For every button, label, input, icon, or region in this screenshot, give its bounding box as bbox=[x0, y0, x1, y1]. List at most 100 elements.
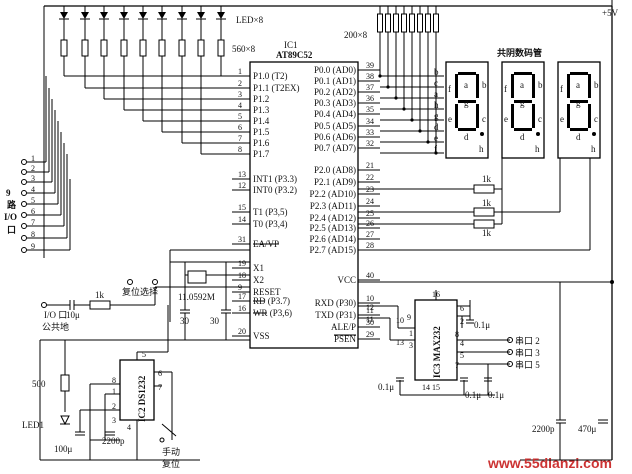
digit-2-seg-3 bbox=[514, 128, 532, 131]
io-gnd-label-2: 公共地 bbox=[42, 321, 69, 332]
ic1-left-pin-name-6: P1.5 bbox=[253, 127, 270, 137]
ic3-pin-13: 13 bbox=[396, 338, 404, 347]
digit-3-seg-6 bbox=[570, 100, 588, 103]
ic3-pin-3: 3 bbox=[409, 341, 413, 350]
ic1-left-pin-name-7: P1.6 bbox=[253, 138, 270, 148]
io9-terminal-8 bbox=[21, 235, 27, 241]
digit-1-lbl-2: f bbox=[448, 84, 451, 94]
ic1-right-pin-num-18: 10 bbox=[366, 294, 374, 303]
ic3-pin-9: 9 bbox=[407, 313, 411, 322]
ic1-left-pin-num-8: 8 bbox=[238, 145, 242, 154]
ic1-left-pin-num-11: 15 bbox=[238, 203, 246, 212]
io9-pin-6: 6 bbox=[31, 207, 35, 216]
io9-pin-5: 5 bbox=[31, 196, 35, 205]
manual-label-1: 手动 bbox=[162, 446, 180, 457]
ic1-left-pin-num-12: 14 bbox=[238, 215, 246, 224]
digit-1-lbl-3: g bbox=[464, 98, 469, 108]
ic3-pin-11: 11 bbox=[366, 315, 374, 324]
digit-2-lbl-2: f bbox=[504, 84, 507, 94]
bus-letter-5: g bbox=[434, 111, 439, 121]
manual-label-2: 复位 bbox=[162, 458, 180, 469]
ic1-left-pin-name-5: P1.4 bbox=[253, 116, 270, 126]
bus-letter-1: b bbox=[434, 67, 439, 77]
digit-2-seg-6 bbox=[514, 100, 532, 103]
ic1-right-pin-name-19: TXD (P31) bbox=[315, 310, 356, 320]
bus-letter-2: c bbox=[434, 78, 438, 88]
ic1-left-pin-name-12: T0 (P3,4) bbox=[253, 219, 288, 229]
ic1-left-pin-num-17: 17 bbox=[238, 292, 246, 301]
ic1-left-pin-name-1: P1.0 (T2) bbox=[253, 71, 288, 81]
digit-2-lbl-0: a bbox=[520, 80, 524, 90]
ic1-right-pin-num-6: 34 bbox=[366, 117, 374, 126]
io9-pin-8: 8 bbox=[31, 230, 35, 239]
ic1-part: AT89C52 bbox=[276, 50, 313, 60]
pullup-res-4 bbox=[401, 13, 407, 33]
digit-2-lbl-4: c bbox=[538, 114, 542, 124]
ic1-right-pin-name-2: P0.1 (AD1) bbox=[314, 76, 356, 86]
io9-pin-2: 2 bbox=[31, 164, 35, 173]
led-3 bbox=[100, 12, 108, 19]
digit-2-seg-5 bbox=[511, 74, 514, 98]
io9-pin-3: 3 bbox=[31, 174, 35, 183]
led-res-1 bbox=[60, 39, 68, 57]
digit-1-lbl-1: b bbox=[482, 80, 487, 90]
ic2-pin-1: 1 bbox=[112, 387, 116, 396]
ic1-left-pin-name-2: P1.1 (T2EX) bbox=[253, 83, 300, 93]
led-6 bbox=[158, 12, 166, 19]
digit-1-seg-1 bbox=[476, 74, 479, 98]
io9-char-4: 口 bbox=[7, 225, 16, 235]
digit-3 bbox=[557, 61, 601, 159]
ic1-left-pin-num-9: 13 bbox=[238, 170, 246, 179]
ic3-pin-6: 6 bbox=[460, 304, 464, 313]
ic3-pin-5: 5 bbox=[460, 351, 464, 360]
ic1-right-pin-num-16: 28 bbox=[366, 241, 374, 250]
drv-res-1: 1k bbox=[482, 174, 492, 184]
io9-pin-1: 1 bbox=[31, 154, 35, 163]
ic2-pin-4: 4 bbox=[127, 423, 131, 432]
ic1-left-pin-name-15: X2 bbox=[253, 275, 264, 285]
ic3-pin-15: 15 bbox=[432, 383, 440, 392]
digit-1-seg-2 bbox=[476, 104, 479, 128]
resistor-network bbox=[377, 6, 439, 155]
ic3-pin-1: 1 bbox=[409, 329, 413, 338]
led-res-9 bbox=[217, 39, 225, 57]
digit-3-seg-2 bbox=[588, 104, 591, 128]
digit-3-seg-4 bbox=[567, 104, 570, 128]
ic2-pin-5: 5 bbox=[142, 350, 146, 359]
cap-470u: 470μ bbox=[578, 424, 597, 434]
cap-30b: 30 bbox=[210, 316, 220, 326]
digit-1-seg-4 bbox=[455, 104, 458, 128]
digit-1-seg-5 bbox=[455, 74, 458, 98]
led-res-7 bbox=[178, 39, 186, 57]
ic1-right-pin-num-1: 39 bbox=[366, 61, 374, 70]
io9-pin-4: 4 bbox=[31, 185, 35, 194]
ic1-chip: IC1 AT89C52 bbox=[249, 40, 359, 349]
io9-terminal-6 bbox=[21, 212, 27, 218]
cap-100u: 100μ bbox=[54, 444, 73, 454]
ic2-pin-2: 2 bbox=[112, 402, 116, 411]
digit-2-seg-2 bbox=[532, 104, 535, 128]
ic1-left-pin-num-1: 1 bbox=[238, 67, 242, 76]
cap-2200p-b: 2200p bbox=[532, 424, 555, 434]
digit-2-lbl-6: d bbox=[520, 132, 525, 142]
bus-letter-6: d bbox=[434, 122, 439, 132]
led-res-3 bbox=[100, 39, 108, 57]
ic1-left-pin-name-17: RD (P3.7) bbox=[253, 296, 290, 306]
ic1-right-pin-num-7: 33 bbox=[366, 128, 374, 137]
digit-3-lbl-4: c bbox=[594, 114, 598, 124]
ic1-right-pin-name-9: P2.0 (AD8) bbox=[314, 165, 356, 175]
ic1-right-pin-name-18: RXD (P30) bbox=[315, 298, 356, 308]
io9-pin-7: 7 bbox=[31, 218, 35, 227]
io9-pin-9: 9 bbox=[31, 242, 35, 251]
digit-3-seg-1 bbox=[588, 74, 591, 98]
digit-2-lbl-3: g bbox=[520, 98, 525, 108]
led1-label: LED1 bbox=[22, 420, 44, 430]
led-res-5 bbox=[139, 39, 147, 57]
digit-2-seg-1 bbox=[532, 74, 535, 98]
led-res-2 bbox=[81, 39, 89, 57]
digit-1-seg-3 bbox=[458, 128, 476, 131]
supply-label: +5V bbox=[602, 8, 619, 18]
